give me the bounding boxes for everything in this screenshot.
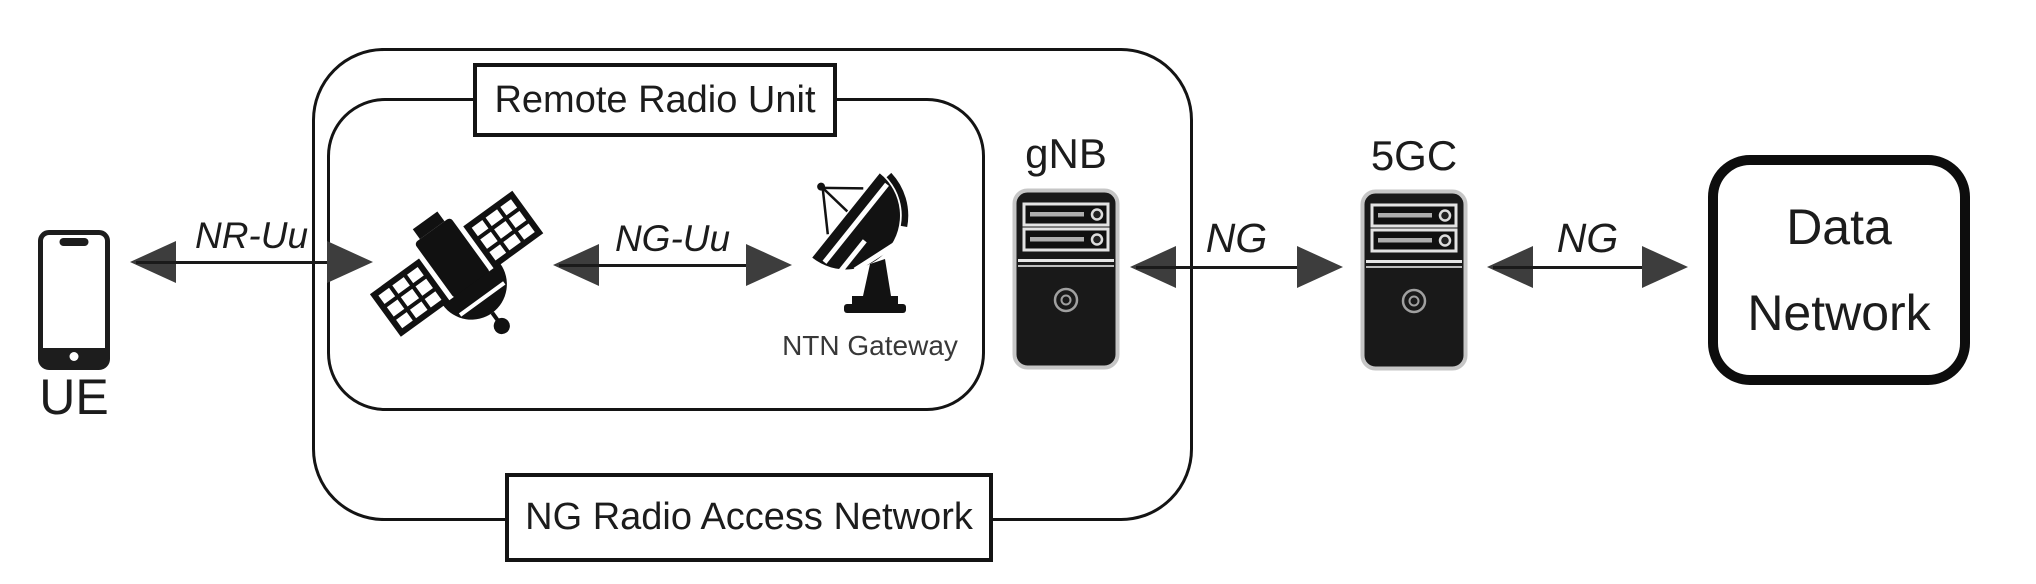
- remote-radio-unit-label-text: Remote Radio Unit: [494, 78, 816, 121]
- server-tower-icon: [1360, 189, 1468, 371]
- ntn-gateway-label: NTN Gateway: [782, 330, 958, 361]
- ue-label: UE: [39, 369, 109, 425]
- arrow-shaft: [1136, 265, 1337, 269]
- link-label-ng-2: NG: [1556, 215, 1619, 261]
- data-network-label-line1: Data: [1786, 199, 1892, 255]
- server-tower-icon: [1012, 188, 1120, 370]
- ng-ran-label-text: NG Radio Access Network: [525, 496, 973, 538]
- link-label-nr-uu: NR-Uu: [194, 215, 309, 256]
- data-network-box: Data Network: [1708, 155, 1970, 385]
- arrow-shaft: [559, 263, 786, 267]
- data-network-label-line2: Network: [1747, 285, 1931, 341]
- arrowhead-right-icon: [746, 244, 792, 286]
- arrow-shaft: [1493, 265, 1682, 269]
- satellite-icon: [369, 190, 544, 337]
- gnb-label: gNB: [1025, 130, 1107, 177]
- arrowhead-right-icon: [1642, 246, 1688, 288]
- satellite-dish-icon: [812, 172, 909, 313]
- arrowhead-right-icon: [1297, 246, 1343, 288]
- phone-notch: [59, 238, 89, 246]
- link-label-ng-1: NG: [1205, 215, 1268, 261]
- phone-home-dot: [69, 352, 79, 361]
- remote-radio-unit-label: Remote Radio Unit: [473, 63, 837, 137]
- ng-ran-label: NG Radio Access Network: [505, 473, 993, 562]
- link-label-ng-uu: NG-Uu: [614, 218, 731, 259]
- arrowhead-right-icon: [327, 241, 373, 283]
- arrow-shaft: [136, 260, 367, 264]
- smartphone-icon: [38, 230, 110, 370]
- 5gc-label: 5GC: [1370, 132, 1458, 179]
